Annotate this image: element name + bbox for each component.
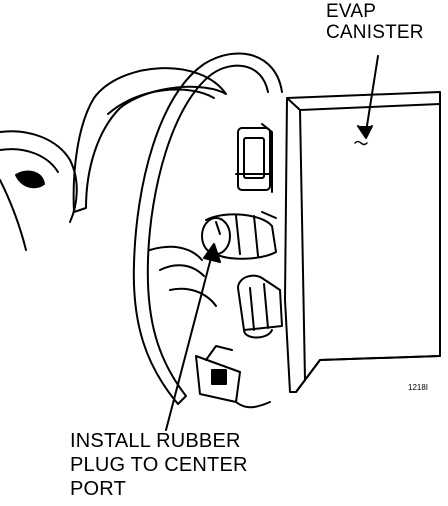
vacuum-hoses — [0, 52, 283, 405]
wire-connector — [195, 345, 271, 409]
upper-port — [235, 123, 273, 193]
evap-canister-leader — [357, 55, 379, 139]
rubber-plug-leader — [165, 243, 221, 431]
lower-port — [237, 274, 283, 339]
figure-reference-code: 1218I — [408, 383, 429, 392]
canister-body — [284, 91, 441, 393]
rubber-plug-instruction-label: INSTALL RUBBER PLUG TO CENTER PORT — [70, 430, 248, 500]
center-port-rubber-plug — [201, 211, 277, 260]
evap-canister-label: EVAP CANISTER — [326, 1, 424, 43]
